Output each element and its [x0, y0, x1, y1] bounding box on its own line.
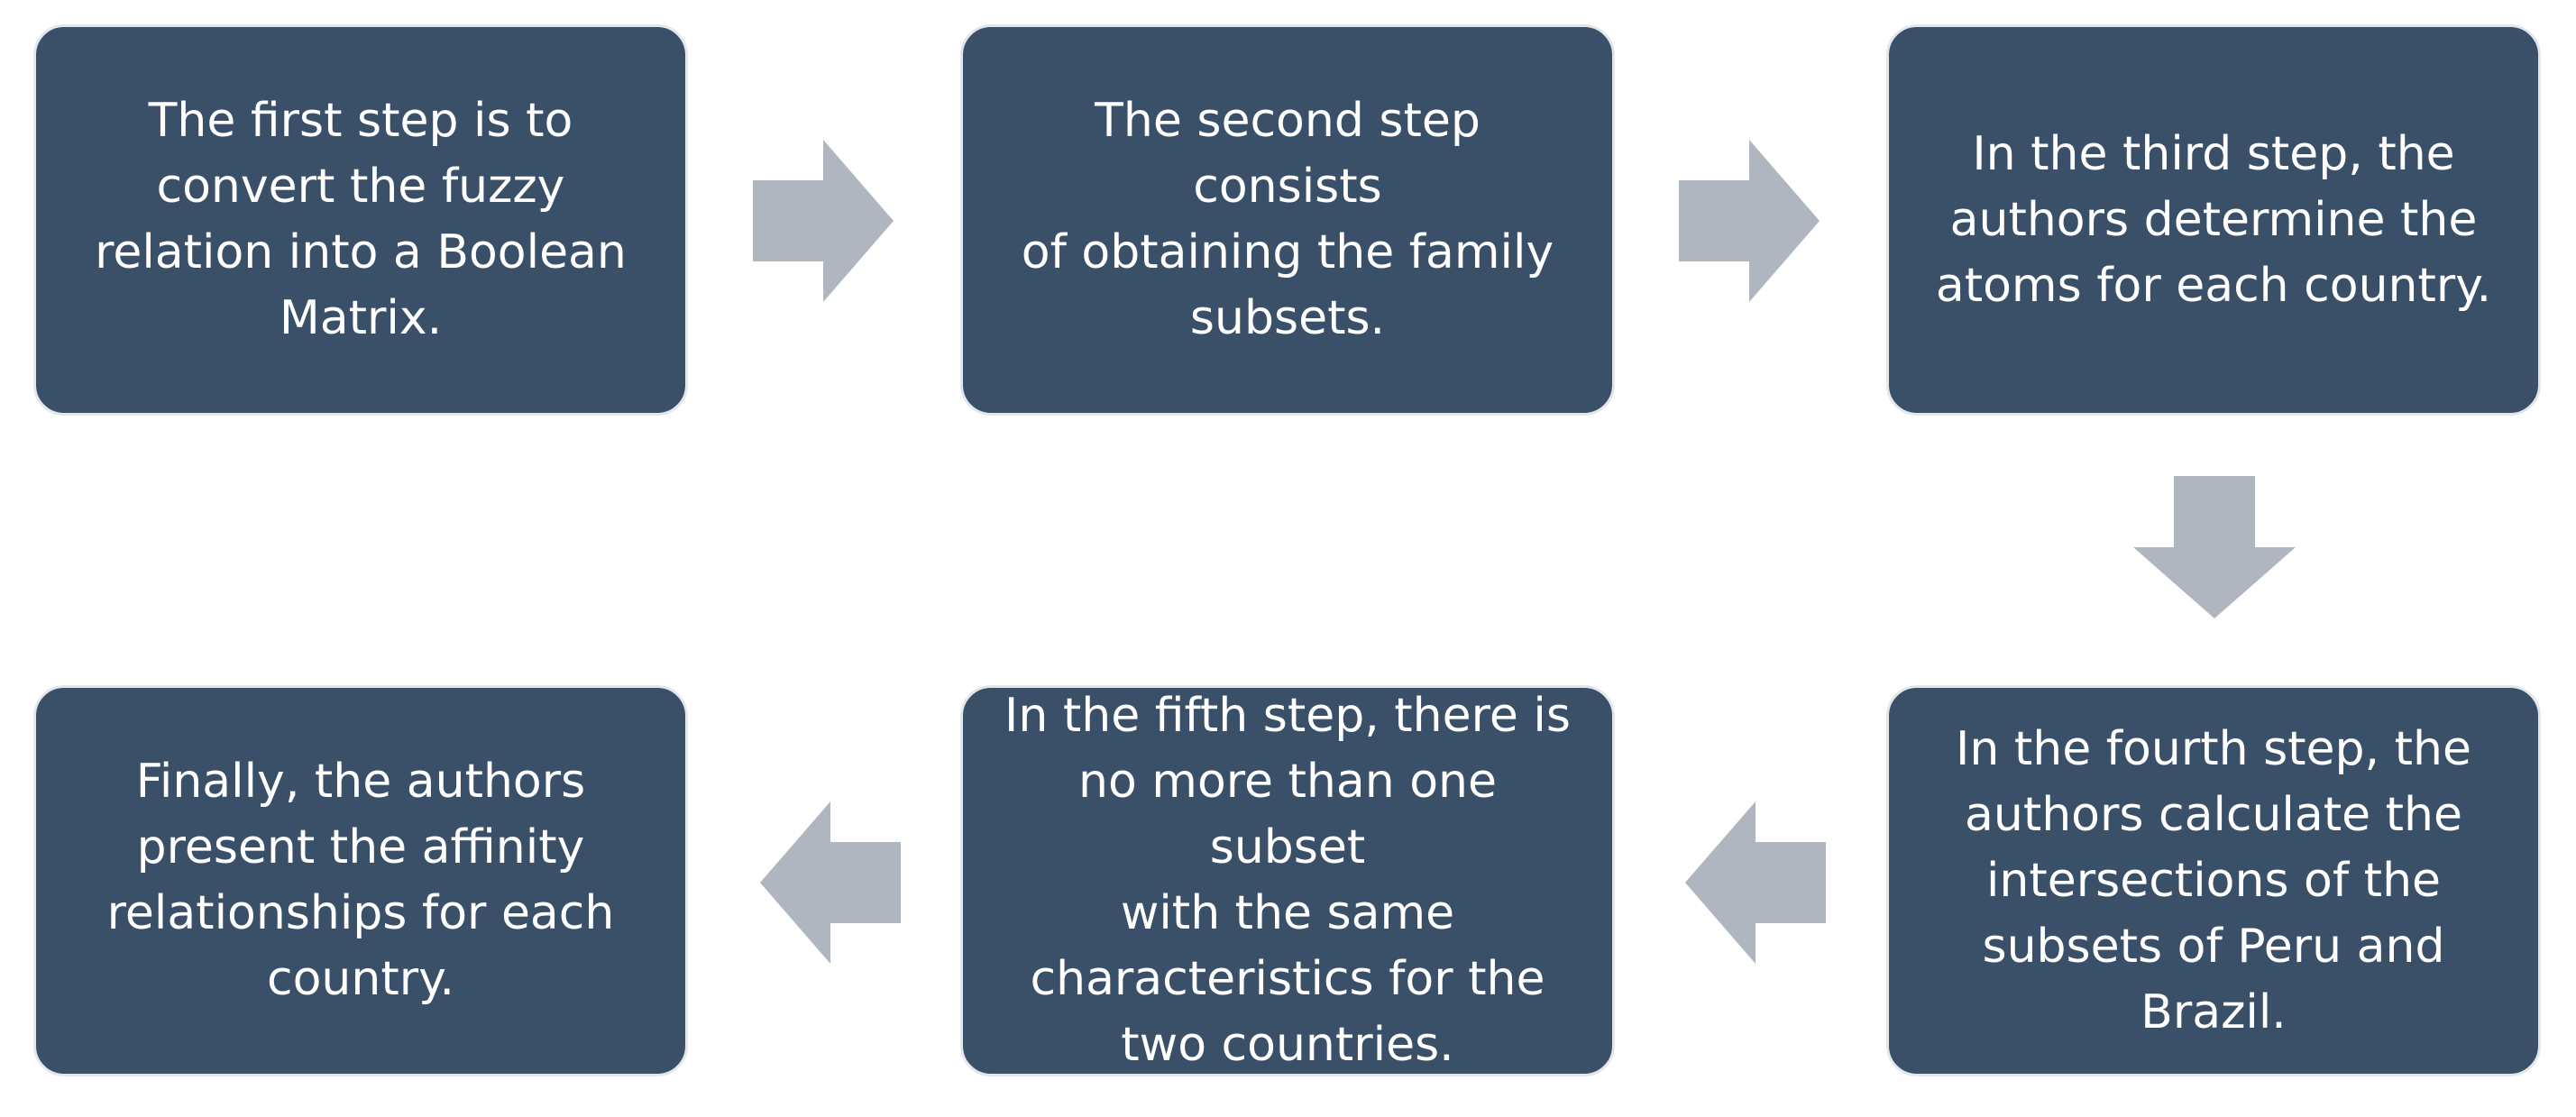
step-5-box: In the fifth step, there is no more than…	[960, 685, 1615, 1076]
step-5-text: In the fifth step, there is no more than…	[1004, 689, 1571, 1072]
step-1-text: The first step is to convert the fuzzy r…	[95, 94, 627, 345]
step-2-text: The second step consists of obtaining th…	[1021, 94, 1554, 345]
step-4-text: In the fourth step, the authors calculat…	[1956, 721, 2471, 1039]
step-4-box: In the fourth step, the authors calculat…	[1886, 685, 2541, 1076]
step-6-text: Finally, the authors present the affinit…	[106, 755, 615, 1006]
left-arrow-icon	[760, 801, 901, 964]
right-arrow-icon	[1679, 140, 1820, 302]
right-arrow-icon	[753, 140, 894, 302]
left-arrow-icon	[1685, 801, 1826, 964]
step-3-text: In the third step, the authors determine…	[1935, 126, 2492, 313]
step-1-box: The first step is to convert the fuzzy r…	[33, 24, 688, 416]
step-3-box: In the third step, the authors determine…	[1886, 24, 2541, 416]
step-6-box: Finally, the authors present the affinit…	[33, 685, 688, 1076]
down-arrow-icon	[2133, 476, 2296, 618]
step-2-box: The second step consists of obtaining th…	[960, 24, 1615, 416]
